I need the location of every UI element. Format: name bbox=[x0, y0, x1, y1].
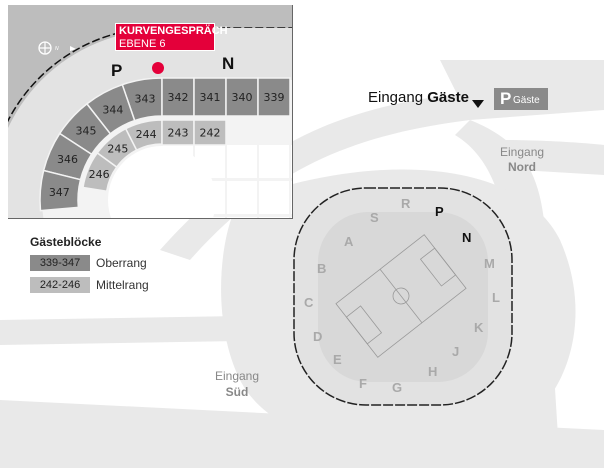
section-345-label: 345 bbox=[76, 124, 97, 137]
stadium-block-e[interactable]: E bbox=[333, 352, 342, 367]
section-245-label: 245 bbox=[107, 142, 128, 155]
entrance-nord-prefix: Eingang bbox=[500, 145, 545, 159]
callout-kurvengespraech: KURVENGESPRÄCH EBENE 6 bbox=[115, 23, 228, 51]
section-347[interactable] bbox=[39, 169, 82, 212]
section-246[interactable] bbox=[82, 151, 118, 193]
stadium-block-f[interactable]: F bbox=[359, 376, 367, 391]
location-marker bbox=[152, 62, 164, 74]
section-339[interactable] bbox=[257, 77, 291, 117]
section-347-label: 347 bbox=[49, 186, 70, 199]
stadium-block-s[interactable]: S bbox=[370, 210, 379, 225]
entrance-sued: Eingang Süd bbox=[212, 368, 262, 400]
section-340[interactable] bbox=[225, 77, 259, 117]
section-346-label: 346 bbox=[57, 153, 78, 166]
parking-icon: P bbox=[500, 89, 512, 108]
section-246-label: 246 bbox=[89, 168, 110, 181]
legend-oberrang-label: Oberrang bbox=[96, 256, 147, 270]
pitch bbox=[335, 234, 467, 358]
stadium-block-k[interactable]: K bbox=[474, 320, 484, 335]
stadium-block-r[interactable]: R bbox=[401, 196, 411, 211]
section-343-label: 343 bbox=[135, 92, 156, 105]
section-243-label: 243 bbox=[168, 127, 189, 140]
legend-title: Gästeblöcke bbox=[30, 235, 102, 249]
inset-map: 343 344 345 346 347 244 245 246 342 341 340 339 243 2… bbox=[8, 5, 293, 219]
entrance-gaeste-prefix: Eingang bbox=[368, 89, 424, 106]
stadium-block-d[interactable]: D bbox=[313, 329, 323, 344]
section-242-label: 242 bbox=[200, 127, 221, 140]
stadium-block-h[interactable]: H bbox=[428, 364, 438, 379]
stadium-block-g[interactable]: G bbox=[392, 380, 403, 395]
section-340-label: 340 bbox=[232, 91, 253, 104]
stadium-block-c[interactable]: C bbox=[304, 295, 314, 310]
compass-cross-icon bbox=[39, 42, 51, 54]
stadium-block-b[interactable]: B bbox=[317, 261, 327, 276]
entrance-gaeste: Eingang Gäste bbox=[368, 89, 469, 106]
callout-title: KURVENGESPRÄCH bbox=[119, 25, 228, 37]
entrance-nord: Eingang Nord bbox=[500, 145, 544, 175]
parking-gaeste-sign: P Gäste bbox=[494, 88, 548, 110]
inset-label-n: N bbox=[222, 54, 235, 73]
inset-sections: 343 344 345 346 347 244 245 246 342 341 340 339 243 2… bbox=[8, 5, 292, 218]
section-341[interactable] bbox=[193, 77, 227, 117]
callout-subtitle: EBENE 6 bbox=[119, 38, 166, 50]
section-339-label: 339 bbox=[264, 91, 285, 104]
inset-label-p: P bbox=[111, 61, 123, 80]
entrance-sued-name: Süd bbox=[225, 385, 249, 399]
stadium-block-l[interactable]: L bbox=[492, 290, 500, 305]
entrance-nord-name: Nord bbox=[508, 160, 536, 174]
section-342-label: 342 bbox=[168, 91, 189, 104]
section-242[interactable] bbox=[193, 119, 227, 146]
legend-mittelrang-label: Mittelrang bbox=[96, 278, 149, 292]
section-342[interactable] bbox=[161, 77, 195, 117]
compass-arrow-icon bbox=[70, 46, 76, 51]
section-244-label: 244 bbox=[136, 128, 157, 141]
section-243[interactable] bbox=[161, 119, 195, 146]
stadium-block-a[interactable]: A bbox=[344, 234, 354, 249]
section-341-label: 341 bbox=[200, 91, 221, 104]
legend-mittelrang-swatch: 242-246 bbox=[30, 277, 90, 293]
parking-label: Gäste bbox=[513, 95, 540, 106]
entrance-arrow-icon bbox=[472, 100, 484, 108]
compass-letter: N bbox=[55, 46, 59, 52]
stadium-block-m[interactable]: M bbox=[484, 256, 495, 271]
stadium-block-j[interactable]: J bbox=[452, 344, 460, 359]
entrance-gaeste-name: Gäste bbox=[427, 89, 469, 106]
legend-oberrang-swatch: 339-347 bbox=[30, 255, 90, 271]
entrance-sued-prefix: Eingang bbox=[214, 369, 260, 383]
stadium-block-p[interactable]: P bbox=[435, 204, 444, 219]
section-344-label: 344 bbox=[102, 103, 123, 116]
stadium-block-n[interactable]: N bbox=[462, 230, 472, 245]
